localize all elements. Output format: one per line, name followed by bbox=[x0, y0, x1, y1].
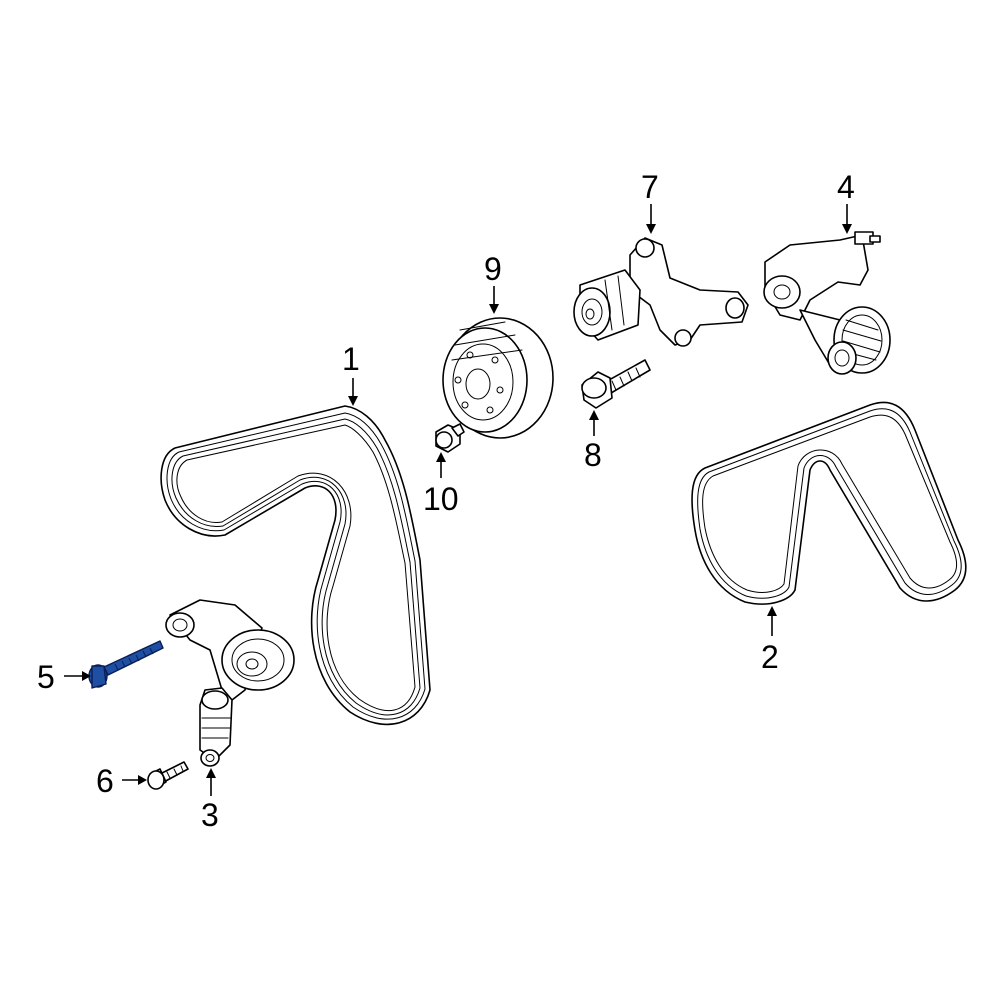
callout-8: 8 bbox=[584, 437, 602, 473]
callout-1: 1 bbox=[342, 341, 360, 377]
callout-6: 6 bbox=[96, 763, 114, 799]
part-6-bolt[interactable] bbox=[147, 761, 189, 790]
part-7-idler-bracket[interactable] bbox=[573, 237, 749, 347]
callout-5: 5 bbox=[37, 659, 55, 695]
part-1-serpentine-belt[interactable] bbox=[160, 405, 431, 726]
part-2-belt[interactable] bbox=[691, 401, 967, 605]
part-9-pulley[interactable] bbox=[442, 317, 554, 439]
callout-3: 3 bbox=[201, 797, 219, 833]
callout-arrows bbox=[64, 204, 852, 796]
callout-9: 9 bbox=[484, 251, 502, 287]
callout-4: 4 bbox=[837, 169, 855, 205]
part-8-bolt[interactable] bbox=[581, 359, 651, 409]
callout-10: 10 bbox=[423, 481, 459, 517]
part-10-bolt[interactable] bbox=[435, 423, 465, 453]
part-4-tensioner[interactable] bbox=[763, 231, 891, 375]
part-5-bolt[interactable] bbox=[88, 640, 164, 689]
callout-2: 2 bbox=[761, 639, 779, 675]
callout-7: 7 bbox=[641, 169, 659, 205]
part-3-tensioner[interactable] bbox=[165, 599, 295, 767]
